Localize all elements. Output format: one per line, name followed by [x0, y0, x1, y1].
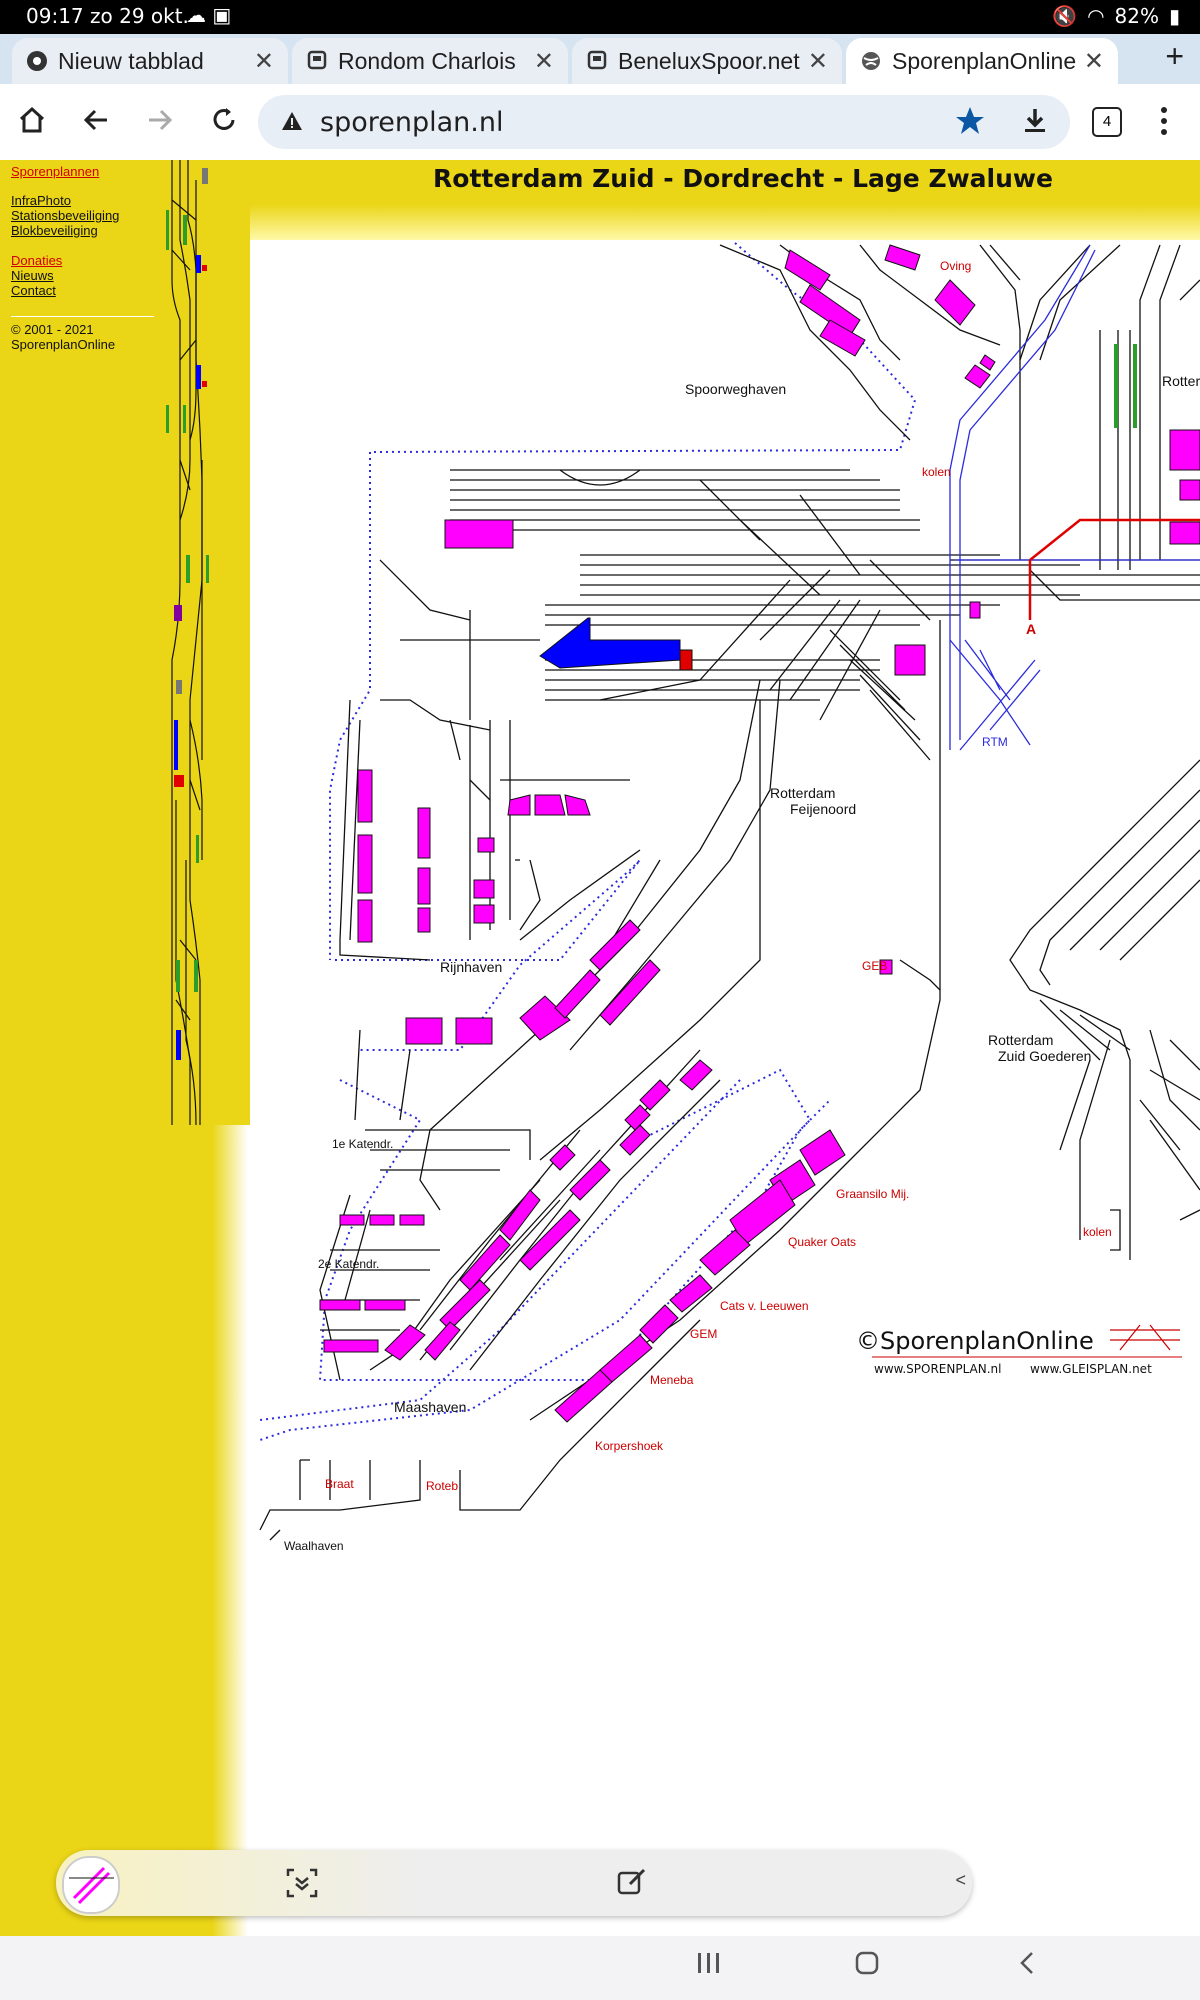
tab-switcher-button[interactable]: 4 [1092, 107, 1122, 137]
signal-green [1114, 344, 1118, 428]
logo-url-1: www.SPORENPLAN.nl [874, 1362, 1002, 1376]
label-geb: GEB [862, 959, 887, 973]
blue-building [539, 617, 681, 669]
cloud-icon: ☁ ▣ [186, 3, 232, 27]
screenshot-thumbnail[interactable] [62, 1856, 120, 1914]
page-title: Rotterdam Zuid - Dordrecht - Lage Zwaluw… [433, 164, 1053, 193]
label-korpershoek: Korpershoek [595, 1439, 664, 1453]
label-kolen-2: kolen [1083, 1225, 1112, 1239]
link-donaties[interactable]: Donaties [11, 253, 63, 268]
train-icon [306, 50, 328, 72]
page-header: Rotterdam Zuid - Dordrecht - Lage Zwaluw… [168, 160, 1200, 240]
link-nieuws[interactable]: Nieuws [11, 268, 54, 283]
tab-sporenplanonline[interactable]: SporenplanOnline ✕ [846, 38, 1118, 84]
label-cats: Cats v. Leeuwen [720, 1299, 809, 1313]
label-graansilo: Graansilo Mij. [836, 1187, 909, 1201]
tab-title: SporenplanOnline [892, 47, 1077, 74]
label-quaker: Quaker Oats [788, 1235, 856, 1249]
recent-apps-button[interactable] [696, 1950, 722, 1984]
label-rotterdam-zg-2: Zuid Goederen [998, 1048, 1091, 1064]
close-icon[interactable]: ✕ [807, 48, 828, 75]
link-stationsbeveiliging[interactable]: Stationsbeveiliging [11, 208, 120, 223]
tab-title: Nieuw tabblad [58, 47, 204, 74]
label-spoorweghaven: Spoorweghaven [685, 381, 786, 397]
label-roteb: Roteb [426, 1479, 458, 1493]
new-tab-button[interactable]: + [1165, 38, 1184, 74]
red-line [1028, 518, 1200, 620]
signal-green [1133, 344, 1137, 428]
logo-url-2: www.GLEISPLAN.net [1030, 1362, 1152, 1376]
link-sporenplannen[interactable]: Sporenplannen [11, 164, 100, 179]
toolbar: sporenplan.nl 4 [0, 84, 1200, 161]
status-date: zo 29 okt. [90, 4, 189, 28]
battery-text: 82% [1114, 4, 1159, 28]
omnibox[interactable]: sporenplan.nl [258, 95, 1070, 149]
back-button[interactable] [1014, 1950, 1040, 1984]
chrome-icon [26, 50, 48, 72]
menu-icon[interactable] [1158, 104, 1170, 143]
close-icon[interactable]: ✕ [1083, 48, 1104, 75]
home-button[interactable] [854, 1950, 880, 1984]
link-infraphoto[interactable]: InfraPhoto [11, 193, 71, 208]
globe-icon [860, 50, 882, 72]
wifi-icon: ◠ [1087, 4, 1105, 28]
url-text[interactable]: sporenplan.nl [320, 107, 504, 138]
label-rijnhaven: Rijnhaven [440, 959, 502, 975]
tab-strip: Nieuw tabblad ✕ Rondom Charlois ✕ Benelu… [0, 34, 1200, 84]
reload-icon[interactable] [206, 102, 242, 138]
label-waalhaven: Waalhaven [284, 1539, 344, 1553]
warning-icon[interactable] [280, 109, 304, 138]
star-icon[interactable] [954, 105, 986, 142]
web-page: Sporenplannen InfraPhoto Stationsbeveili… [0, 160, 1200, 1936]
download-icon[interactable] [1020, 106, 1050, 141]
red-building [679, 649, 693, 671]
home-icon[interactable] [14, 102, 50, 138]
label-katendr-1: 1e Katendr. [332, 1137, 393, 1151]
copyright-line2: SporenplanOnline [11, 337, 116, 352]
link-blokbeveiliging[interactable]: Blokbeveiliging [11, 223, 98, 238]
tab-title: Rondom Charlois [338, 47, 516, 74]
label-meneba: Meneba [650, 1373, 694, 1387]
edit-icon[interactable] [616, 1866, 648, 1903]
forward-icon[interactable] [142, 102, 178, 138]
label-maashaven: Maashaven [394, 1399, 466, 1415]
label-rotterdam-feijenoord-2: Feijenoord [790, 801, 856, 817]
tab-nieuw-tabblad[interactable]: Nieuw tabblad ✕ [12, 38, 288, 84]
label-gem: GEM [690, 1327, 717, 1341]
industrial-buildings [319, 244, 1200, 1423]
link-contact[interactable]: Contact [11, 283, 56, 298]
close-icon[interactable]: ✕ [253, 48, 274, 75]
label-oving: Oving [940, 259, 971, 273]
copyright-line1: © 2001 - 2021 [11, 322, 94, 337]
label-rtm: RTM [982, 735, 1008, 749]
rtm-lines [949, 244, 1200, 751]
label-kolen-1: kolen [922, 465, 951, 479]
capture-toolbar: < [56, 1850, 972, 1916]
scroll-capture-icon[interactable] [286, 1868, 318, 1903]
tab-title: BeneluxSpoor.net [618, 47, 800, 74]
status-time: 09:17 [26, 4, 84, 28]
label-katendr-2: 2e Katendr. [318, 1257, 379, 1271]
system-navigation-bar [0, 1936, 1200, 2000]
site-sidebar: Sporenplannen InfraPhoto Stationsbeveili… [0, 160, 168, 1936]
back-icon[interactable] [78, 102, 114, 138]
track-map: Spoorweghaven Rotterdam Feijenoord Rijnh… [259, 242, 1200, 1553]
train-icon [586, 50, 608, 72]
collapse-icon[interactable]: < [955, 1870, 966, 1890]
overview-thumbnail[interactable] [166, 160, 250, 1125]
label-braat: Braat [325, 1477, 354, 1491]
close-icon[interactable]: ✕ [533, 48, 554, 75]
sidebar-divider [11, 316, 154, 317]
logo-text: ©SporenplanOnline [856, 1327, 1094, 1355]
label-rotterdam-feijenoord-1: Rotterdam [770, 785, 835, 801]
label-rotter-edge: Rotter [1162, 373, 1200, 389]
label-rotterdam-zg-1: Rotterdam [988, 1032, 1053, 1048]
tab-beneluxspoor[interactable]: BeneluxSpoor.net ✕ [572, 38, 842, 84]
sporenplan-logo: ©SporenplanOnline www.SPORENPLAN.nl www.… [856, 1324, 1182, 1376]
mute-icon: 🔇 [1052, 4, 1078, 28]
tab-rondom-charlois[interactable]: Rondom Charlois ✕ [292, 38, 568, 84]
status-bar: 09:17 zo 29 okt. ☁ ▣ 🔇 ◠ 82% ▮ [0, 0, 1200, 34]
battery-icon: ▮ [1168, 4, 1180, 28]
label-a: A [1026, 621, 1036, 637]
